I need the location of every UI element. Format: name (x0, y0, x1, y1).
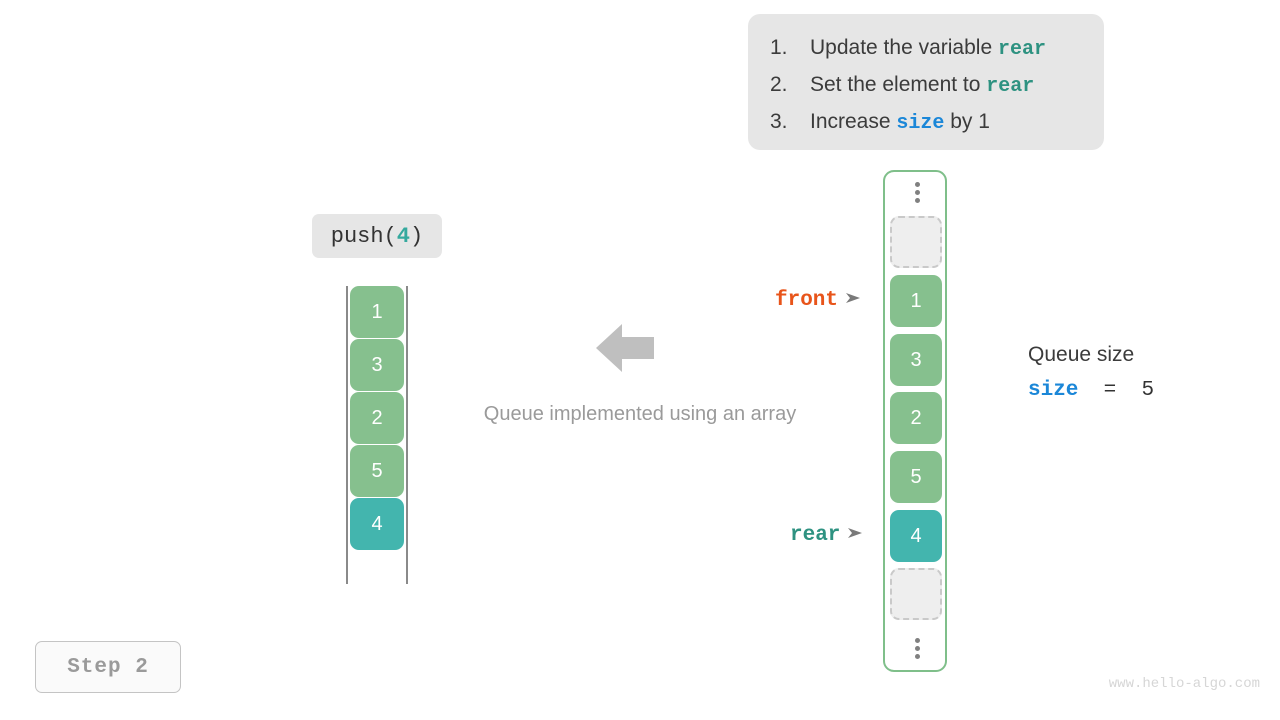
array-slot: 1 (890, 275, 942, 327)
array-slot-empty (890, 568, 942, 620)
keyword-size: size (896, 112, 945, 135)
instruction-number: 2. (770, 73, 788, 96)
queue-cell: 2 (350, 392, 404, 444)
instruction-text: Increase size by 1 (810, 110, 990, 135)
array-slot: 5 (890, 451, 942, 503)
instruction-item-3: 3. Increase size by 1 (770, 110, 1104, 147)
queue-cell-highlighted: 4 (350, 498, 404, 550)
queue-size-expression: size = 5 (1028, 379, 1154, 402)
instruction-item-1: 1. Update the variable rear (770, 36, 1104, 73)
queue-cell: 5 (350, 445, 404, 497)
array-container: 1 3 2 5 4 (883, 170, 947, 672)
pointer-rear-label: rear (790, 523, 841, 547)
arrow-right-icon (846, 291, 864, 310)
array-slot: 2 (890, 392, 942, 444)
pointer-front: front (775, 286, 864, 314)
queue-size-info: Queue size size = 5 (1028, 343, 1154, 402)
pointer-rear: rear (790, 521, 866, 549)
ellipsis-top-icon (885, 174, 949, 210)
queue-size-title: Queue size (1028, 343, 1135, 366)
operation-label: push(4) (312, 214, 442, 258)
diagram-caption: Queue implemented using an array (483, 403, 797, 425)
watermark: www.hello-algo.com (1108, 676, 1260, 692)
step-badge: Step 2 (35, 641, 181, 693)
size-equals: = (1103, 379, 1117, 402)
instruction-number: 3. (770, 110, 788, 133)
size-value: 5 (1141, 379, 1155, 402)
ellipsis-bottom-icon (885, 630, 949, 666)
instruction-text: Update the variable rear (810, 36, 1046, 61)
instruction-number: 1. (770, 36, 788, 59)
keyword-rear: rear (997, 38, 1046, 61)
instruction-text: Set the element to rear (810, 73, 1035, 98)
operation-argument: 4 (396, 223, 410, 249)
queue-bracket-right (406, 286, 408, 584)
keyword-rear: rear (986, 75, 1035, 98)
queue-cell: 3 (350, 339, 404, 391)
arrow-right-icon (848, 526, 866, 545)
array-slot: 3 (890, 334, 942, 386)
instruction-item-2: 2. Set the element to rear (770, 73, 1104, 110)
operation-paren-close: ) (410, 223, 424, 249)
logical-queue: 1 3 2 5 4 (346, 286, 408, 584)
size-variable: size (1028, 379, 1079, 402)
pointer-front-label: front (775, 288, 839, 312)
array-slot-highlighted: 4 (890, 510, 942, 562)
array-slot-empty (890, 216, 942, 268)
queue-cell: 1 (350, 286, 404, 338)
queue-bracket-left (346, 286, 348, 584)
instruction-panel: 1. Update the variable rear 2. Set the e… (748, 14, 1104, 150)
left-arrow-icon (596, 320, 654, 376)
operation-name: push (330, 223, 384, 249)
operation-paren-open: ( (383, 223, 397, 249)
